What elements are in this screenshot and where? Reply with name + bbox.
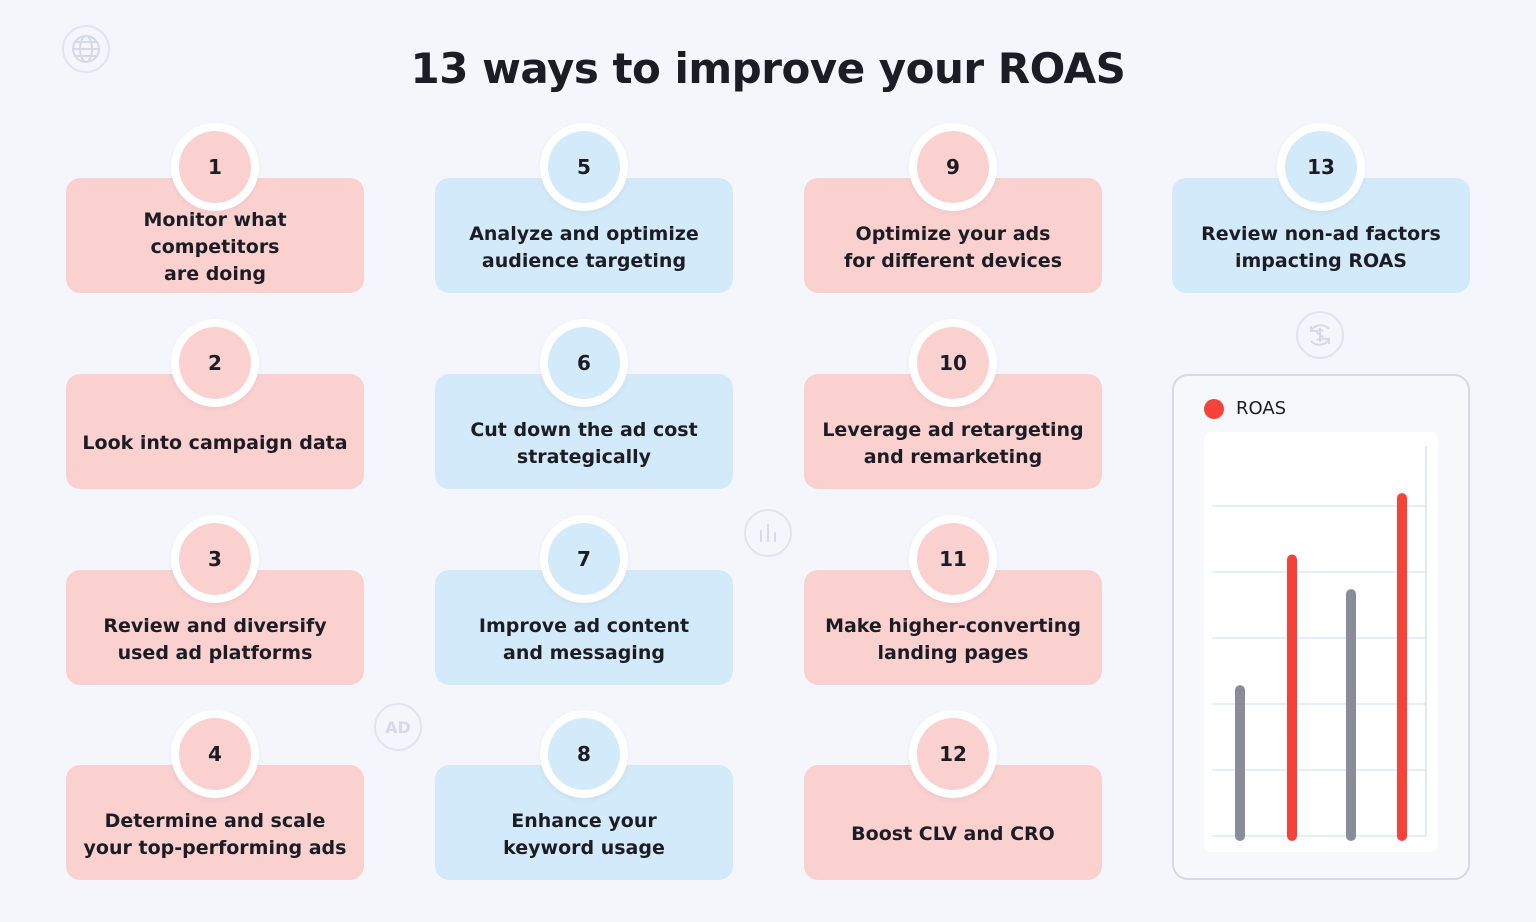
way-text: Make higher-converting landing pages [825, 614, 1081, 664]
roas-bar-chart [1212, 446, 1427, 841]
way-number-badge: 10 [909, 319, 997, 407]
way-number-badge: 3 [171, 515, 259, 603]
chart-legend: ROAS [1204, 398, 1286, 419]
way-number: 11 [917, 523, 989, 595]
way-card-10: Leverage ad retargeting and remarketing [804, 374, 1102, 489]
way-number-badge: 5 [540, 123, 628, 211]
way-number-badge: 11 [909, 515, 997, 603]
page-title: 13 ways to improve your ROAS [410, 44, 1126, 93]
way-card-5: Analyze and optimize audience targeting [435, 178, 733, 293]
way-text: Review and diversify used ad platforms [103, 614, 327, 664]
way-number-badge: 6 [540, 319, 628, 407]
dollar-cycle-icon [1296, 311, 1344, 359]
way-number: 9 [917, 131, 989, 203]
way-card-12: Boost CLV and CRO [804, 765, 1102, 880]
way-number: 12 [917, 718, 989, 790]
globe-icon [62, 25, 110, 73]
way-number-badge: 13 [1277, 123, 1365, 211]
bar-chart-icon [744, 509, 792, 557]
way-number: 1 [179, 131, 251, 203]
way-text: Enhance your keyword usage [503, 809, 665, 859]
way-card-4: Determine and scale your top-performing … [66, 765, 364, 880]
way-number-badge: 1 [171, 123, 259, 211]
ad-badge-icon: AD [374, 703, 422, 751]
way-text: Improve ad content and messaging [478, 614, 690, 664]
way-card-2: Look into campaign data [66, 374, 364, 489]
chart-area [1204, 432, 1438, 852]
legend-label: ROAS [1236, 398, 1287, 419]
way-number: 4 [179, 718, 251, 790]
way-number: 10 [917, 327, 989, 399]
way-number-badge: 9 [909, 123, 997, 211]
way-number-badge: 12 [909, 710, 997, 798]
way-number: 3 [179, 523, 251, 595]
way-text: Optimize your ads for different devices [843, 222, 1063, 272]
way-number-badge: 4 [171, 710, 259, 798]
way-number: 7 [548, 523, 620, 595]
way-text: Determine and scale your top-performing … [83, 809, 347, 859]
way-number: 8 [548, 718, 620, 790]
way-number: 6 [548, 327, 620, 399]
way-text: Review non-ad factors impacting ROAS [1201, 222, 1441, 272]
way-number: 5 [548, 131, 620, 203]
way-text: Monitor what competitors are doing [143, 209, 287, 285]
legend-dot [1204, 398, 1224, 419]
way-number-badge: 7 [540, 515, 628, 603]
way-text: Leverage ad retargeting and remarketing [822, 418, 1084, 468]
way-text: Boost CLV and CRO [851, 823, 1055, 845]
way-number-badge: 8 [540, 710, 628, 798]
way-text: Analyze and optimize audience targeting [469, 222, 699, 272]
way-text: Look into campaign data [82, 432, 348, 454]
way-card-1: Monitor what competitors are doing [66, 178, 364, 293]
way-text: Cut down the ad cost strategically [470, 418, 698, 468]
way-number-badge: 2 [171, 319, 259, 407]
roas-chart-panel: ROAS [1172, 374, 1470, 880]
way-number: 2 [179, 327, 251, 399]
way-number: 13 [1285, 131, 1357, 203]
